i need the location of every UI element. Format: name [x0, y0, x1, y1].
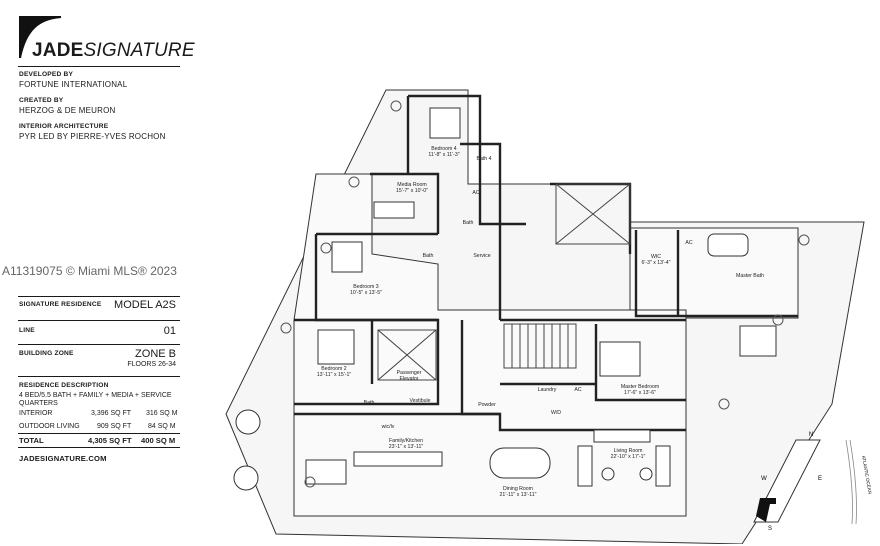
line-label: LINE — [19, 327, 35, 334]
divider — [18, 433, 180, 434]
room-ac-label: AC — [472, 190, 479, 196]
area-sqm: 84 SQ M — [148, 423, 176, 430]
residence-model: MODEL A2S — [114, 299, 176, 311]
room-bedroom-3-label: Bedroom 3 — [353, 284, 378, 290]
divider — [18, 447, 180, 448]
zone-floors: FLOORS 26-34 — [127, 361, 176, 368]
room-vestibule-label: Vestibule — [409, 398, 430, 404]
compass-w: W — [761, 476, 767, 482]
plants — [280, 100, 810, 488]
compass-e: E — [818, 476, 822, 482]
east-wing-outline — [629, 227, 799, 319]
ocean-label: ATLANTIC OCEAN — [861, 455, 873, 494]
room-media-label: Media Room — [397, 182, 426, 188]
room-media-dim: 15'-7" x 10'-0" — [396, 188, 428, 194]
brand-wordmark: JADESIGNATURE — [32, 40, 195, 61]
room-dining-label: Dining Room — [503, 486, 533, 492]
zone-value: ZONE B — [135, 348, 176, 360]
area-total-sqft: 4,305 SQ FT — [88, 436, 132, 445]
room-bath-label: Bath — [463, 220, 474, 226]
info-panel: JADESIGNATURE DEVELOPED BY FORTUNE INTER… — [0, 0, 195, 546]
stair — [503, 323, 577, 369]
room-wd-label: W/D — [551, 410, 561, 416]
divider — [18, 296, 180, 297]
website-link[interactable]: JADESIGNATURE.COM — [19, 454, 107, 463]
brand-logo-icon — [19, 16, 61, 58]
area-sqm: 316 SQ M — [146, 410, 178, 417]
room-family-dim: 23'-1" x 13'-11" — [389, 444, 424, 450]
interior-walls — [294, 94, 798, 432]
room-powder-label: Powder — [478, 402, 496, 408]
compass-n: N — [809, 432, 813, 438]
room-elevator-label: Passenger — [397, 370, 422, 376]
floor-plan: Bedroom 4 11'-8" x 11'-3" Bath 4 AC Bath… — [225, 89, 873, 544]
mls-watermark: A11319075 © Miami MLS® 2023 — [2, 264, 177, 278]
residence-label: SIGNATURE RESIDENCE — [19, 301, 102, 308]
furniture — [233, 107, 777, 491]
room-ac-2-label: AC — [685, 240, 692, 246]
room-bedroom-2-label: Bedroom 2 — [321, 366, 346, 372]
area-total-name: TOTAL — [19, 436, 44, 445]
room-master-bedroom-label: Master Bedroom — [621, 384, 659, 390]
room-living-dim: 22'-10" x 17'-1" — [611, 454, 646, 460]
area-name: OUTDOOR LIVING — [19, 423, 80, 430]
room-elevator-label-2: Elevator — [399, 376, 418, 382]
room-bedroom-4-label: Bedroom 4 — [431, 146, 456, 152]
description-line-2: QUARTERS — [19, 400, 58, 407]
room-bedroom-3-dim: 10'-5" x 13'-5" — [350, 290, 382, 296]
room-bedroom-4-dim: 11'-8" x 11'-3" — [428, 152, 459, 158]
divider — [18, 344, 180, 345]
room-wic-2-label: wic/lv — [382, 424, 395, 430]
divider — [18, 66, 180, 67]
area-name: INTERIOR — [19, 410, 53, 417]
passenger-elevator — [377, 329, 437, 381]
room-wic-label: WIC — [651, 254, 661, 260]
area-sqft: 909 SQ FT — [97, 423, 132, 430]
room-living-label: Living Room — [614, 448, 643, 454]
creator-label: CREATED BY — [19, 97, 64, 104]
room-bath-4-label: Bath 4 — [477, 156, 492, 162]
room-wic-dim: 6'-3" x 13'-4" — [641, 260, 670, 266]
interior-architecture-label: INTERIOR ARCHITECTURE — [19, 123, 109, 130]
divider — [18, 320, 180, 321]
zone-label: BUILDING ZONE — [19, 350, 74, 357]
description-line-1: 4 BED/5.5 BATH + FAMILY + MEDIA + SERVIC… — [19, 392, 172, 399]
compass-s: S — [768, 526, 772, 532]
room-dining-dim: 21'-11" x 13'-11" — [500, 492, 537, 498]
key-plan: N E S W ATLANTIC OCEAN — [753, 432, 873, 532]
description-label: RESIDENCE DESCRIPTION — [19, 382, 109, 389]
room-master-bath-label: Master Bath — [736, 273, 764, 279]
room-bedroom-2-dim: 13'-11" x 15'-1" — [317, 372, 352, 378]
room-service-label: Service — [473, 253, 490, 259]
creator-value: HERZOG & DE MEURON — [19, 106, 116, 115]
room-bath-2-label: Bath — [364, 400, 375, 406]
area-sqft: 3,396 SQ FT — [91, 410, 132, 417]
elevator-shaft — [555, 183, 631, 245]
line-value: 01 — [163, 325, 176, 337]
divider — [18, 376, 180, 377]
developer-value: FORTUNE INTERNATIONAL — [19, 80, 128, 89]
area-total-sqm: 400 SQ M — [141, 436, 176, 445]
room-ac-3-label: AC — [574, 387, 581, 393]
room-laundry-label: Laundry — [538, 387, 557, 393]
room-family-label: Family/Kitchen — [389, 438, 423, 444]
room-bath-3-label: Bath — [423, 253, 434, 259]
room-master-bedroom-dim: 17'-6" x 13'-6" — [624, 390, 656, 396]
developer-label: DEVELOPED BY — [19, 71, 74, 78]
interior-architecture-value: PYR LED BY PIERRE-YVES ROCHON — [19, 132, 166, 141]
